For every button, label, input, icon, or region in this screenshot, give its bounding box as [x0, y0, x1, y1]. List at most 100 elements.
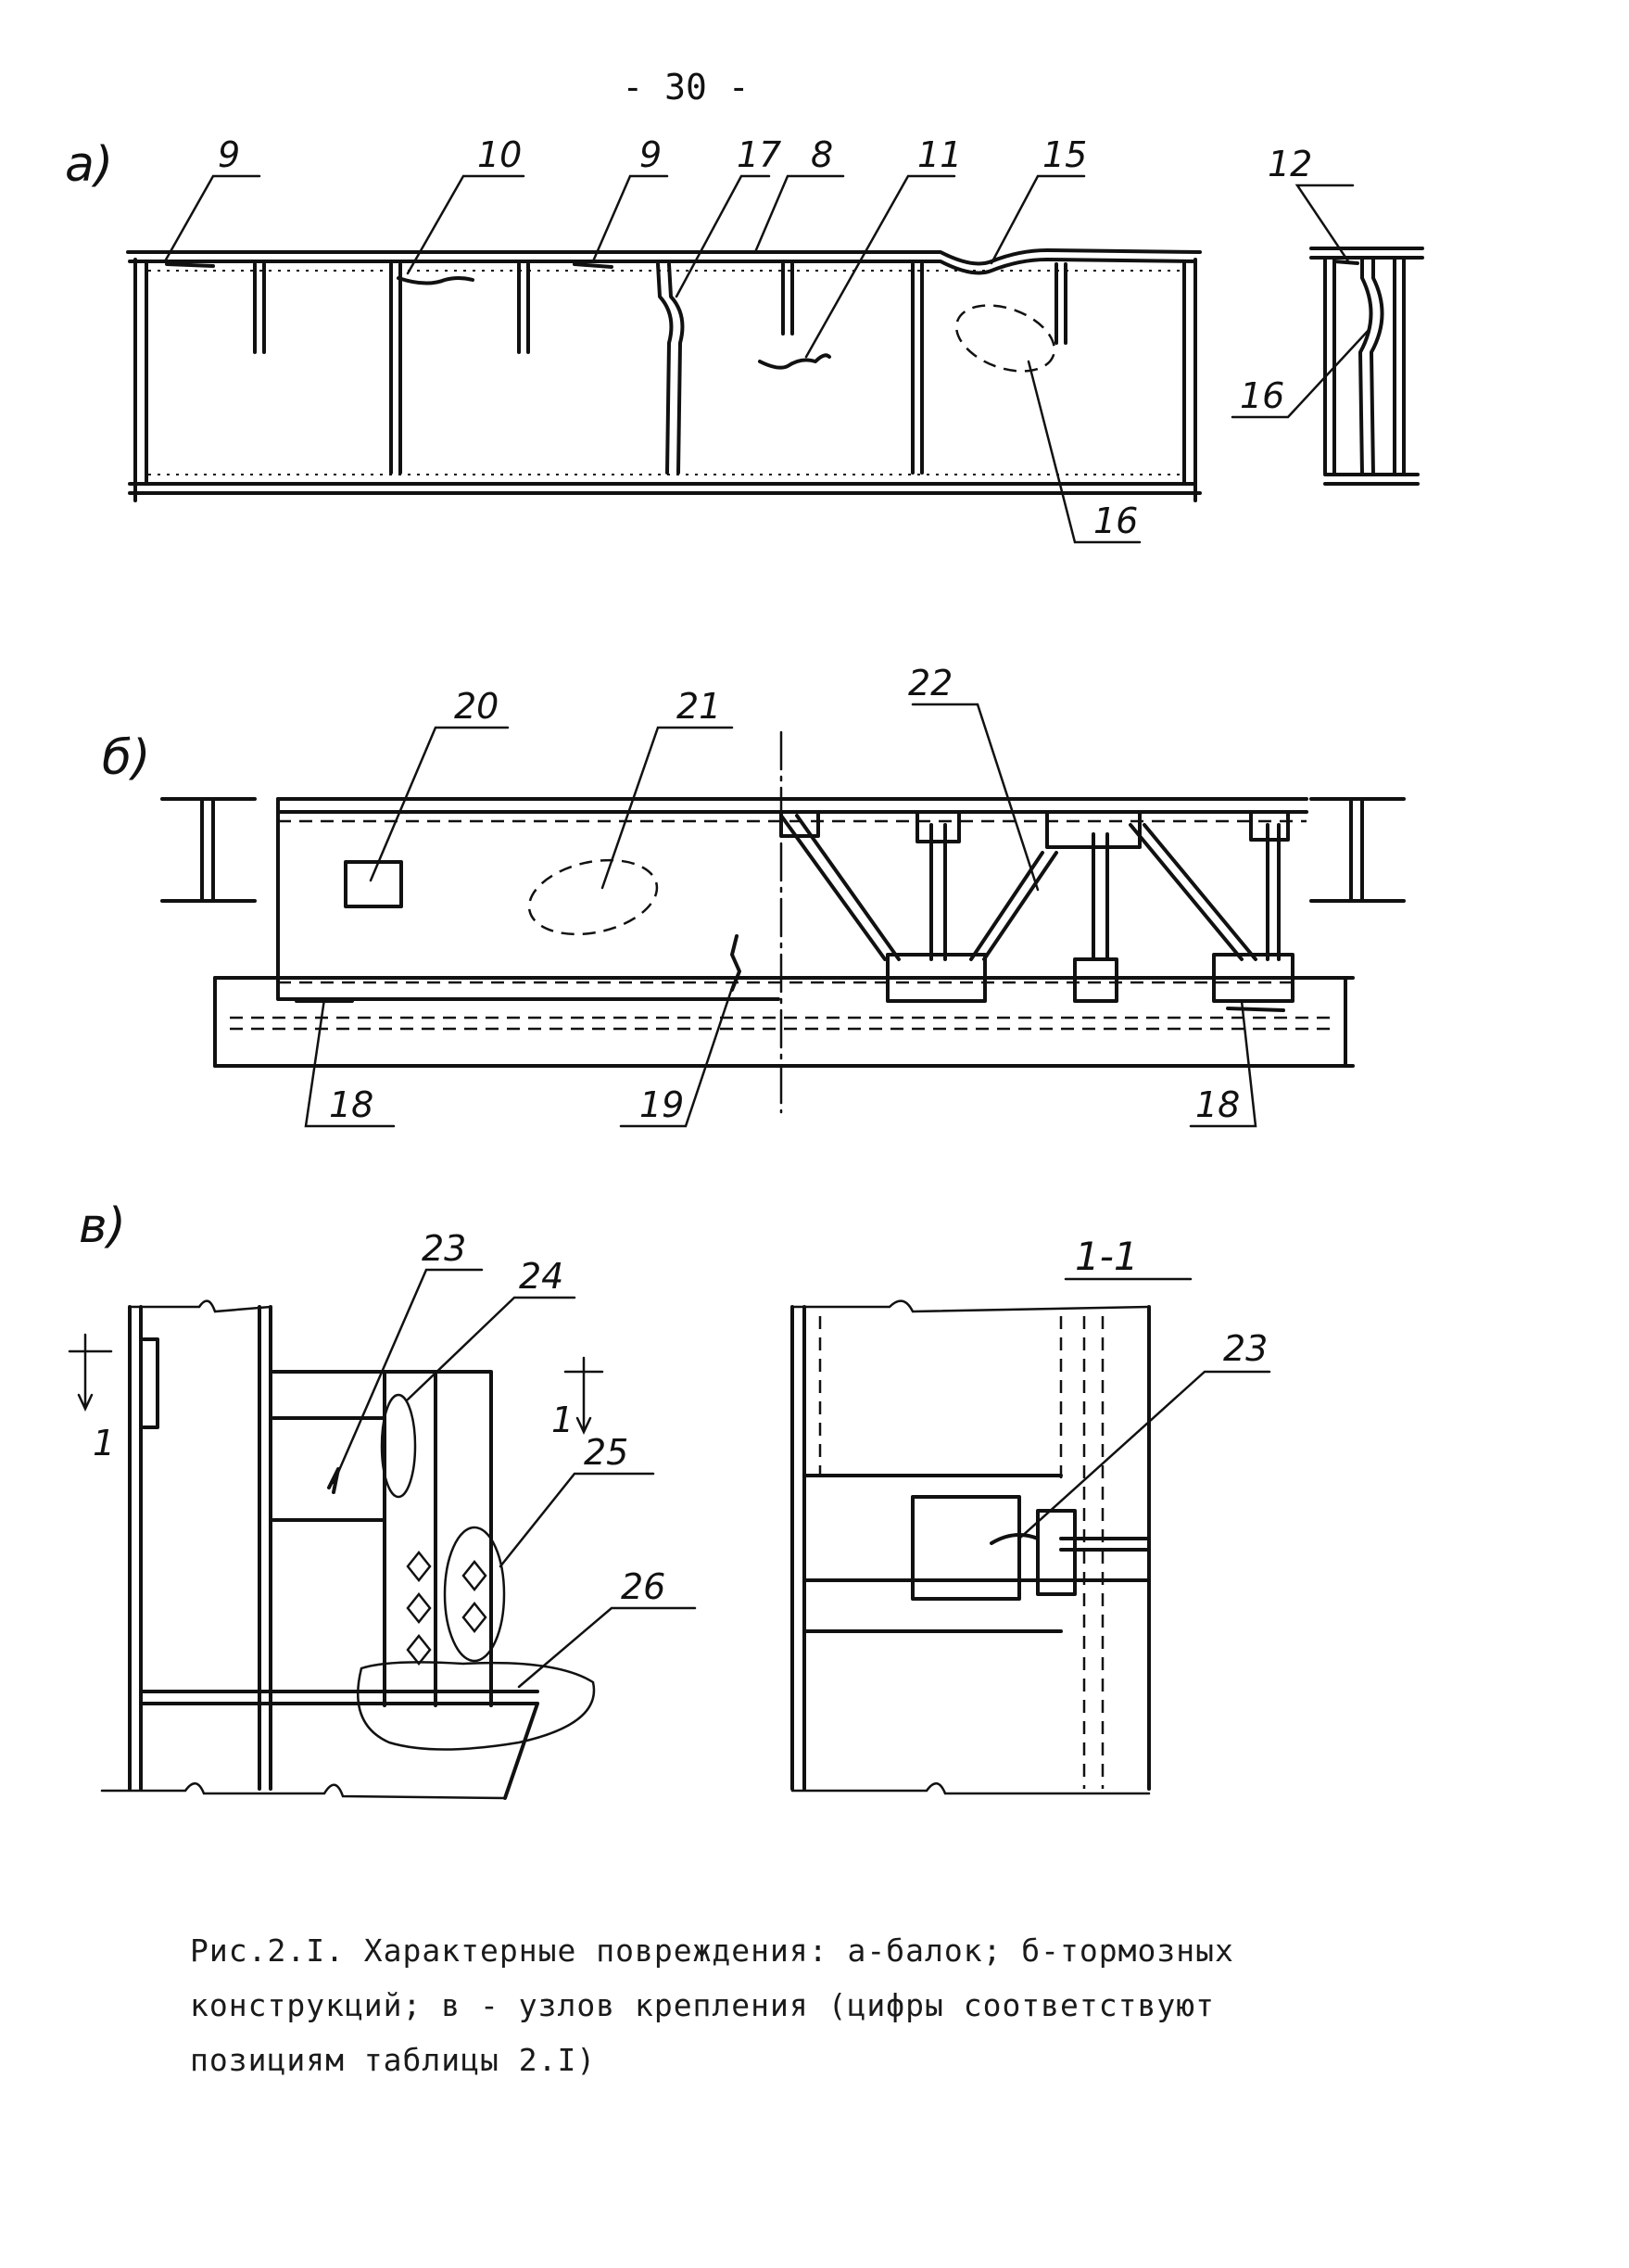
- section-arrow-left: [68, 1333, 113, 1412]
- label-18: 18: [1195, 1084, 1240, 1125]
- label-16: 16: [1240, 375, 1284, 416]
- truss-post: [1092, 832, 1109, 961]
- leader-8: [753, 174, 845, 254]
- stiffener-full: [389, 262, 402, 475]
- side-i-beam-left: [160, 797, 257, 903]
- leader-17: [675, 174, 771, 298]
- crane-girder-ends: [213, 976, 1347, 1068]
- panel-a-beam: а): [65, 134, 1424, 544]
- caption-line-3: позициям таблицы 2.I): [190, 2042, 597, 2078]
- section-end-plate: [911, 1495, 1021, 1601]
- panel-a-letter: а): [65, 137, 113, 193]
- beam-stub-outline: [272, 1370, 493, 1707]
- panel-b-letter: б): [102, 730, 150, 786]
- stiffener-short: [781, 262, 794, 336]
- section-stiffener-right: [1393, 258, 1406, 475]
- section-break-bottom: [790, 1782, 1151, 1795]
- section-mark-1: 1: [551, 1400, 574, 1440]
- bottom-beam-end: [503, 1702, 539, 1800]
- gusset: [1212, 953, 1294, 1003]
- column-flange-left: [128, 1305, 143, 1791]
- crane-girder: [213, 976, 1355, 1068]
- crack-11: [758, 353, 831, 370]
- buckling-16-zone: [954, 304, 1056, 373]
- leader-22: [911, 703, 1040, 892]
- bottom-beam: [139, 1690, 539, 1705]
- column-break-bottom: [100, 1782, 507, 1800]
- column-flange-right: [258, 1305, 272, 1791]
- leader-9-left: [163, 174, 261, 263]
- section-web-inner: [1370, 256, 1384, 476]
- section-column-left: [790, 1305, 806, 1791]
- column-break-top: [128, 1299, 272, 1313]
- figure-caption: Рис.2.I. Характерные повреждения: а-бало…: [190, 1923, 1395, 2087]
- panel-v-letter: в): [79, 1198, 126, 1254]
- section-top-flange: [1309, 247, 1424, 260]
- leader-10: [406, 174, 525, 275]
- crack-9-left: [165, 262, 215, 268]
- leader-12: [1294, 184, 1355, 263]
- leader-11: [804, 174, 956, 359]
- leader-23-section: [1017, 1370, 1271, 1540]
- gusset: [779, 810, 820, 838]
- section-break-top: [790, 1299, 1151, 1313]
- brake-plate-outline: [276, 797, 780, 1001]
- leader-24: [406, 1296, 576, 1401]
- leader-9-mid: [591, 174, 669, 263]
- beam-stub-flanges: [272, 1416, 386, 1522]
- gusset: [886, 953, 987, 1003]
- leader-26: [517, 1606, 697, 1689]
- beam-cross-section: 12 16: [1231, 144, 1424, 486]
- section-web: [1358, 256, 1373, 476]
- leader-20: [369, 726, 510, 882]
- label-15: 15: [1042, 134, 1087, 175]
- section-arrow-right: [563, 1356, 604, 1435]
- section-bottom-flange: [1323, 473, 1420, 486]
- leader-19: [619, 981, 736, 1128]
- end-plate: [383, 1370, 437, 1707]
- leader-21: [600, 726, 734, 890]
- bolts: [406, 1550, 432, 1666]
- section-stiffener: [1036, 1509, 1077, 1596]
- gusset: [1073, 957, 1118, 1003]
- label-17: 17: [737, 134, 781, 175]
- truss-post: [1266, 823, 1281, 961]
- label-19: 19: [639, 1084, 684, 1125]
- leader-23: [332, 1268, 484, 1485]
- stiffener-short: [253, 262, 266, 354]
- label-20: 20: [454, 686, 499, 727]
- zone-26: [357, 1661, 596, 1751]
- crack-9-mid: [573, 262, 613, 269]
- stiffener-short: [517, 262, 530, 354]
- label-25: 25: [584, 1432, 628, 1473]
- truss-post: [929, 823, 947, 961]
- section-crack-23: [990, 1533, 1040, 1545]
- side-i-beam-right: [1309, 797, 1406, 903]
- section-title: 1-1: [1075, 1234, 1139, 1279]
- label-9: 9: [639, 134, 662, 175]
- caption-line-2: конструкций; в - узлов крепления (цифры …: [190, 1987, 1215, 2023]
- caption-line-1: Рис.2.I. Характерные повреждения: а-бало…: [190, 1932, 1234, 1969]
- leader-15: [990, 174, 1086, 265]
- stiffener-crack-17-inner: [667, 262, 685, 475]
- hole-20: [344, 860, 403, 908]
- crack-23: [327, 1467, 340, 1494]
- label-9: 9: [218, 134, 240, 175]
- label-12: 12: [1268, 144, 1312, 184]
- panel-b-brake-truss: б): [102, 663, 1406, 1128]
- label-24: 24: [519, 1256, 563, 1297]
- crack-10: [397, 276, 474, 285]
- panel-v-connection: в) 1 1 23 24 25 26: [68, 1198, 1271, 1800]
- label-26: 26: [621, 1566, 665, 1607]
- damage-18-right: [1226, 1007, 1285, 1012]
- buckling-21: [527, 858, 659, 936]
- section-flange: [1059, 1537, 1151, 1552]
- label-23: 23: [422, 1228, 466, 1269]
- leader-18-right: [1189, 999, 1257, 1128]
- label-22: 22: [908, 663, 953, 703]
- stiffener-full: [911, 262, 924, 475]
- label-23-section: 23: [1223, 1328, 1268, 1369]
- leader-18-left: [304, 997, 396, 1128]
